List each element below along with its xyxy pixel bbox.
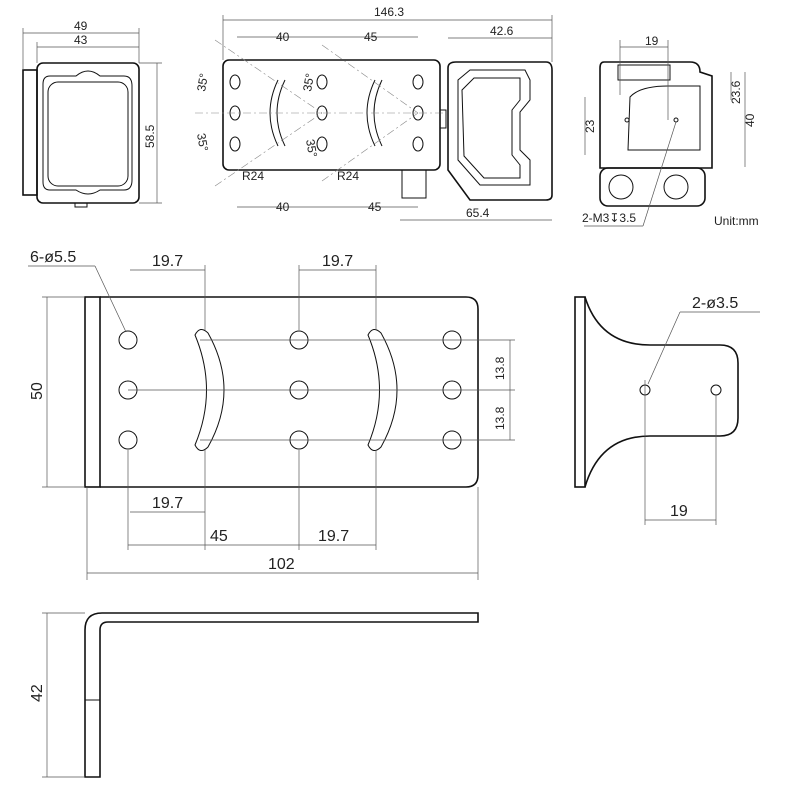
bracket-side-view: 2-ø3.5 19 — [574, 295, 760, 525]
dim-camera-length: 42.6 — [490, 24, 514, 38]
dim-bottom-pitch-1: 40 — [276, 200, 290, 214]
side-view: 19 23.6 40 23 2-M3↧3.5 Unit:mm — [582, 34, 759, 228]
dim-row-pitch-2: 13.8 — [493, 406, 507, 430]
dim-row-pitch-1: 13.8 — [493, 356, 507, 380]
thread-note: 2-M3↧3.5 — [582, 211, 636, 225]
dim-height: 50 — [29, 382, 46, 400]
dim-top-1: 19.7 — [152, 253, 183, 270]
bracket-profile-view: 42 — [29, 612, 479, 778]
dim-bottom-2: 45 — [210, 528, 228, 545]
front-view: 49 43 58.5 — [22, 19, 162, 208]
unit-label: Unit:mm — [714, 214, 759, 228]
dim-width-outer: 49 — [74, 19, 88, 33]
bracket-plan-view: 6-ø5.5 19.7 19.7 50 13.8 13.8 19.7 45 19… — [28, 249, 515, 580]
angle-1: 35° — [194, 72, 211, 92]
dim-top-2: 19.7 — [322, 253, 353, 270]
dim-height-3: 23 — [583, 119, 597, 133]
dim-hole-spacing: 19 — [670, 503, 688, 520]
dim-hole-pitch-1: 40 — [276, 30, 290, 44]
radius-label-1: R24 — [242, 169, 264, 183]
dim-bottom-1: 19.7 — [152, 495, 183, 512]
dim-width-inner: 43 — [74, 33, 88, 47]
angle-2: 35° — [194, 132, 211, 152]
dim-hole-spacing: 19 — [645, 34, 659, 48]
angle-4: 35° — [303, 138, 320, 158]
dim-total-length: 146.3 — [374, 5, 404, 19]
dim-height-2: 40 — [743, 113, 757, 127]
top-view: 146.3 40 45 42.6 40 45 65.4 35° 35° 35° … — [194, 5, 553, 221]
angle-3: 35° — [300, 72, 317, 92]
dim-height: 58.5 — [143, 124, 157, 148]
dim-height: 42 — [29, 684, 46, 702]
dim-bottom-pitch-2: 45 — [368, 200, 382, 214]
hole-note: 6-ø5.5 — [30, 249, 76, 266]
dim-hole-pitch-2: 45 — [364, 30, 378, 44]
dim-camera-depth: 65.4 — [466, 206, 490, 220]
radius-label-2: R24 — [337, 169, 359, 183]
dim-total-length: 102 — [268, 556, 295, 573]
dim-bottom-3: 19.7 — [318, 528, 349, 545]
dim-height-1: 23.6 — [729, 80, 743, 104]
hole-note: 2-ø3.5 — [692, 295, 738, 312]
